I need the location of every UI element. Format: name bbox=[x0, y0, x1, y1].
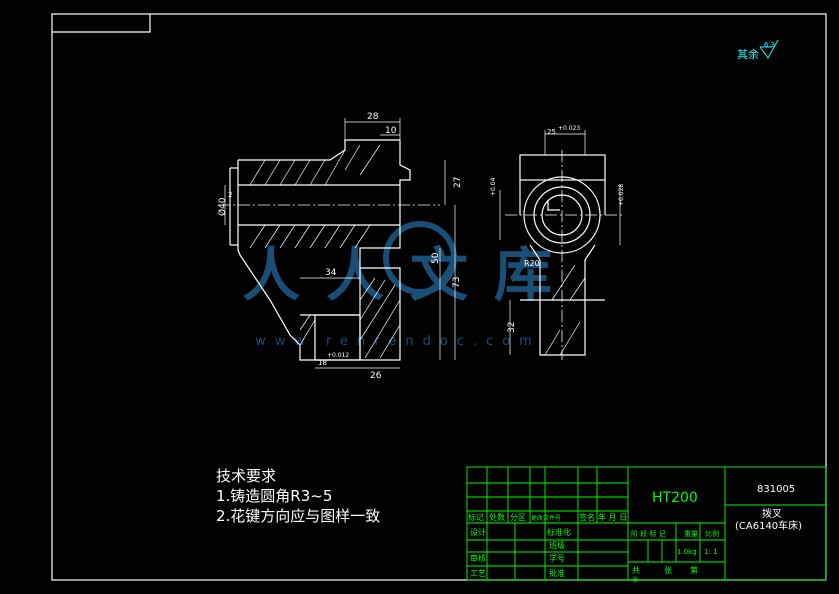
tb-change-doc: 更改文件号 bbox=[531, 514, 561, 522]
tb-mark: 标记 bbox=[468, 512, 484, 522]
tol-d: +0.028 bbox=[618, 184, 625, 206]
side-dimension-labels: 25 +0.023 32 R20 +0.04 +0.028 bbox=[490, 125, 625, 333]
tb-process: 工艺 bbox=[470, 569, 486, 578]
side-dimensions bbox=[499, 130, 621, 355]
title-block-right: 831005 拨叉 (CA6140车床) bbox=[735, 484, 802, 532]
tb-sheets: 张 bbox=[664, 566, 672, 575]
dim-25: 25 bbox=[547, 128, 556, 136]
tb-design: 设计 bbox=[470, 527, 486, 537]
tech-item-1: 1.铸造圆角R3~5 bbox=[216, 487, 333, 505]
tol-b: +0.023 bbox=[558, 125, 580, 132]
roughness-symbol-icon bbox=[759, 39, 779, 59]
side-view bbox=[505, 150, 625, 360]
surface-note-value: 6.3 bbox=[764, 41, 775, 49]
tb-student-no: 学号 bbox=[549, 553, 565, 563]
title-block-text: HT200 标记 处数 分区 更改文件号 签名 年 月 日 设计 标准化 班级 … bbox=[468, 490, 719, 584]
tb-signature: 签名 bbox=[579, 512, 595, 522]
tb-stage-mark: 阶 段 标 记 bbox=[631, 529, 666, 538]
tb-machine: (CA6140车床) bbox=[735, 519, 802, 532]
tb-page2: 张 bbox=[632, 576, 638, 584]
title-block bbox=[466, 466, 827, 581]
tb-zone: 分区 bbox=[510, 513, 526, 522]
section-dimensions bbox=[224, 118, 456, 369]
tb-date: 年 月 日 bbox=[598, 512, 627, 522]
tb-material: HT200 bbox=[652, 490, 698, 506]
dim-r20: R20 bbox=[524, 259, 540, 268]
watermark-url: www.renrendoc.com bbox=[255, 334, 541, 349]
tb-approve: 批准 bbox=[549, 568, 565, 578]
tol-a: +0.012 bbox=[327, 352, 349, 359]
dim-10: 10 bbox=[385, 126, 397, 136]
tb-total: 共 bbox=[632, 566, 640, 575]
tb-weight: 重量 bbox=[684, 530, 698, 538]
sheet-frame bbox=[51, 13, 827, 581]
tb-weight-val: 1.0kg bbox=[677, 548, 697, 556]
dim-27: 27 bbox=[453, 177, 463, 188]
watermark: 人人文库 www.renrendoc.com bbox=[242, 221, 578, 349]
tb-scale: 比例 bbox=[705, 529, 719, 538]
dim-18: 18 bbox=[318, 359, 327, 367]
tb-review: 审核 bbox=[470, 553, 486, 563]
dim-32: 32 bbox=[507, 322, 517, 333]
section-view bbox=[218, 139, 440, 361]
tech-title: 技术要求 bbox=[216, 467, 277, 485]
dim-2: 2 bbox=[228, 191, 232, 199]
tb-standardize: 标准化 bbox=[547, 527, 571, 537]
tech-item-2: 2.花键方向应与图样一致 bbox=[216, 507, 381, 525]
tb-part-name: 拨叉 bbox=[762, 507, 782, 520]
section-dimension-labels: 28 10 2 27 Ø40 34 50 73 18 26 +0.012 bbox=[217, 112, 463, 381]
tech-requirements: 技术要求 1.铸造圆角R3~5 2.花键方向应与图样一致 bbox=[216, 466, 380, 526]
dim-34: 34 bbox=[325, 268, 337, 278]
dim-d40: Ø40 bbox=[217, 197, 228, 216]
tb-scale-val: 1: 1 bbox=[704, 548, 718, 556]
watermark-text: 人人文库 bbox=[242, 241, 578, 309]
dim-50: 50 bbox=[431, 252, 441, 264]
tol-c: +0.04 bbox=[490, 177, 497, 196]
dim-26: 26 bbox=[370, 371, 382, 381]
tb-count: 处数 bbox=[489, 512, 505, 522]
tb-class: 班级 bbox=[549, 540, 565, 550]
dim-28: 28 bbox=[367, 112, 379, 122]
dim-73: 73 bbox=[452, 277, 462, 288]
surface-note-text: 其余 bbox=[737, 47, 759, 61]
tb-drawing-no: 831005 bbox=[757, 484, 795, 495]
surface-roughness-note: 其余 6.3 bbox=[737, 39, 779, 61]
tb-page: 第 bbox=[690, 565, 698, 575]
